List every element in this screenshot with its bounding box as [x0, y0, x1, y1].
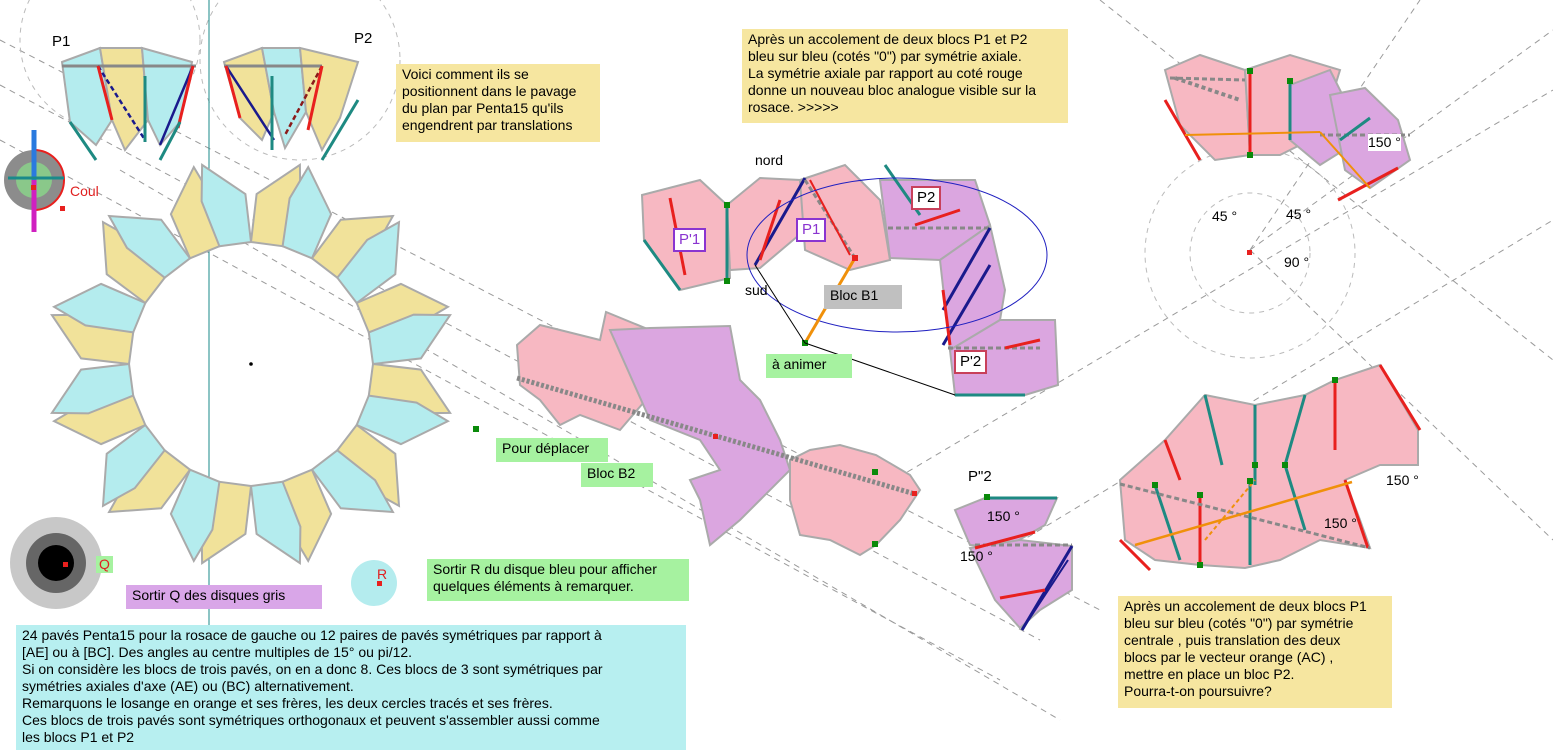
assembly-top-right[interactable] [1163, 53, 1412, 202]
label-q: Q [96, 556, 113, 573]
angle-150-small-a: 150 ° [987, 508, 1020, 524]
note-apres-top-line: La symétrie axiale par rapport au coté r… [748, 65, 1023, 81]
note-sortir-r-line-1: Sortir R du disque bleu pour afficher [433, 561, 657, 577]
note-apres-top-line: donne un nouveau bloc analogue visible s… [748, 82, 1036, 98]
note-apres-top-line: rosace. >>>>> [748, 99, 839, 115]
label-a-animer[interactable]: à animer [766, 354, 852, 378]
block-p-double-prime-2[interactable] [953, 494, 1074, 631]
rosace-tile [310, 449, 395, 514]
note-apres-top: Après un accolement de deux blocs P1 et … [742, 29, 1068, 123]
angle-150-right: 150 ° [1386, 472, 1419, 488]
rosace-tile [101, 423, 166, 508]
note-bottom-info-line: [AE] ou à [BC]. Des angles au centre mul… [22, 644, 413, 660]
note-apres-bottom-line: centrale , puis translation des deux [1124, 632, 1341, 648]
label-p1: P1 [52, 33, 71, 50]
note-apres-bottom-line: bleu sur bleu (cotés "0") par symétrie [1124, 615, 1354, 631]
note-bottom-info-line: Remarquons le losange en orange et ses f… [22, 695, 553, 711]
note-voici: Voici comment ils se positionnent dans l… [396, 64, 600, 142]
block-p2[interactable] [222, 46, 360, 161]
label-p2-box: P2 [911, 186, 942, 210]
note-bottom-info-line: symétries axiales d'axe (AE) ou (BC) alt… [22, 678, 354, 694]
label-p-double-prime-2: P"2 [964, 467, 996, 487]
rosace-tile [107, 214, 192, 279]
rosace-tile [249, 480, 302, 565]
rosace-center [249, 362, 253, 366]
angle-150-top: 150 ° [1368, 134, 1401, 151]
label-p1-box: P1 [796, 218, 827, 242]
label-r: R [377, 566, 388, 582]
note-apres-bottom-line: Après un accolement de deux blocs P1 [1124, 598, 1367, 614]
q-gray-disks[interactable] [10, 517, 102, 609]
note-apres-bottom-line: blocs par le vecteur orange (AC) , [1124, 649, 1334, 665]
label-sud: sud [745, 282, 768, 298]
label-bloc-b1[interactable]: Bloc B1 [824, 285, 902, 309]
r-blue-disk[interactable] [351, 560, 397, 606]
label-p2: P2 [354, 30, 373, 47]
rosace [50, 163, 452, 565]
angle-45-right: 45 ° [1286, 206, 1312, 222]
note-voici-line: Voici comment ils se [402, 66, 529, 82]
rosace-tile [355, 394, 451, 446]
note-sortir-r-line-2: quelques éléments à remarquer. [433, 578, 634, 594]
block-p1[interactable] [60, 46, 196, 161]
note-voici-line: positionnent dans le pavage [402, 83, 577, 99]
rosace-tile [367, 313, 452, 366]
note-apres-top-line: Après un accolement de deux blocs P1 et … [748, 31, 1028, 47]
note-apres-bottom: Après un accolement de deux blocs P1 ble… [1118, 596, 1392, 708]
label-coul: Coul [70, 183, 99, 199]
angle-150-small-b: 150 ° [960, 548, 993, 564]
rosace-tile [169, 468, 221, 564]
rosace-tile [336, 220, 401, 305]
label-p-prime-1: P'1 [673, 228, 707, 252]
rosace-tile [200, 163, 253, 248]
color-widget[interactable] [4, 130, 65, 232]
note-bottom-info-line: Ces blocs de trois pavés sont symétrique… [22, 712, 600, 728]
note-bottom-info-line: Si on considère les blocs de trois pavés… [22, 661, 603, 677]
note-apres-bottom-line: mettre en place un bloc P2. [1124, 666, 1295, 682]
angle-90: 90 ° [1284, 254, 1310, 270]
note-voici-line: engendrent par translations [402, 117, 573, 133]
note-sortir-q: Sortir Q des disques gris [126, 585, 322, 609]
label-bloc-b2[interactable]: Bloc B2 [581, 463, 653, 487]
angle-45-left: 45 ° [1212, 208, 1238, 224]
rosace-tile [51, 282, 147, 334]
note-bottom-info-line: 24 pavés Penta15 pour la rosace de gauch… [22, 627, 602, 643]
note-apres-top-line: bleu sur bleu (cotés "0") par symétrie a… [748, 48, 1022, 64]
rosace-tile [50, 362, 135, 415]
note-apres-bottom-line: Pourra-t-on poursuivre? [1124, 683, 1272, 699]
assembly-bottom-right[interactable] [1118, 363, 1422, 572]
note-sortir-r: Sortir R du disque bleu pour afficher qu… [427, 559, 689, 601]
note-voici-line: du plan par Penta15 qu'ils [402, 100, 564, 116]
bloc-b2-point[interactable] [473, 426, 479, 432]
rosace-tile [281, 164, 333, 260]
label-nord: nord [755, 152, 784, 168]
note-bottom-info: 24 pavés Penta15 pour la rosace de gauch… [16, 625, 686, 750]
label-p-prime-2: P'2 [954, 350, 988, 374]
bloc-b2[interactable] [515, 310, 922, 557]
angle-150-mid: 150 ° [1324, 515, 1357, 531]
note-bottom-info-line: les blocs P1 et P2 [22, 729, 135, 745]
label-pour-deplacer[interactable]: Pour déplacer [496, 438, 608, 462]
